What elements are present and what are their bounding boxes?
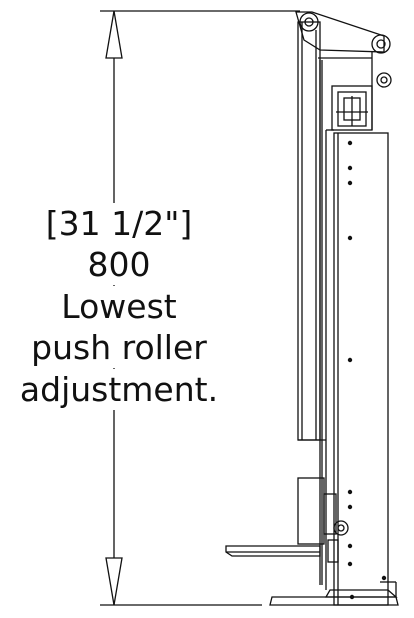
- dimension-note-line-1: Lowest: [0, 286, 238, 327]
- base-housing: [297, 477, 349, 563]
- extension-lines: [100, 10, 300, 606]
- main-column: [319, 60, 389, 606]
- base-plate: [269, 581, 399, 606]
- rear-column: [297, 21, 326, 441]
- foot-extension: [225, 545, 321, 557]
- roller-carriage: [331, 85, 373, 131]
- dimension-note-line-2: push roller: [0, 327, 238, 368]
- dimension-note-line-3: adjustment.: [0, 369, 238, 410]
- dimension-metric: 800: [0, 244, 238, 285]
- column-holes: [347, 140, 387, 600]
- dimension-imperial: [31 1/2"]: [0, 203, 238, 244]
